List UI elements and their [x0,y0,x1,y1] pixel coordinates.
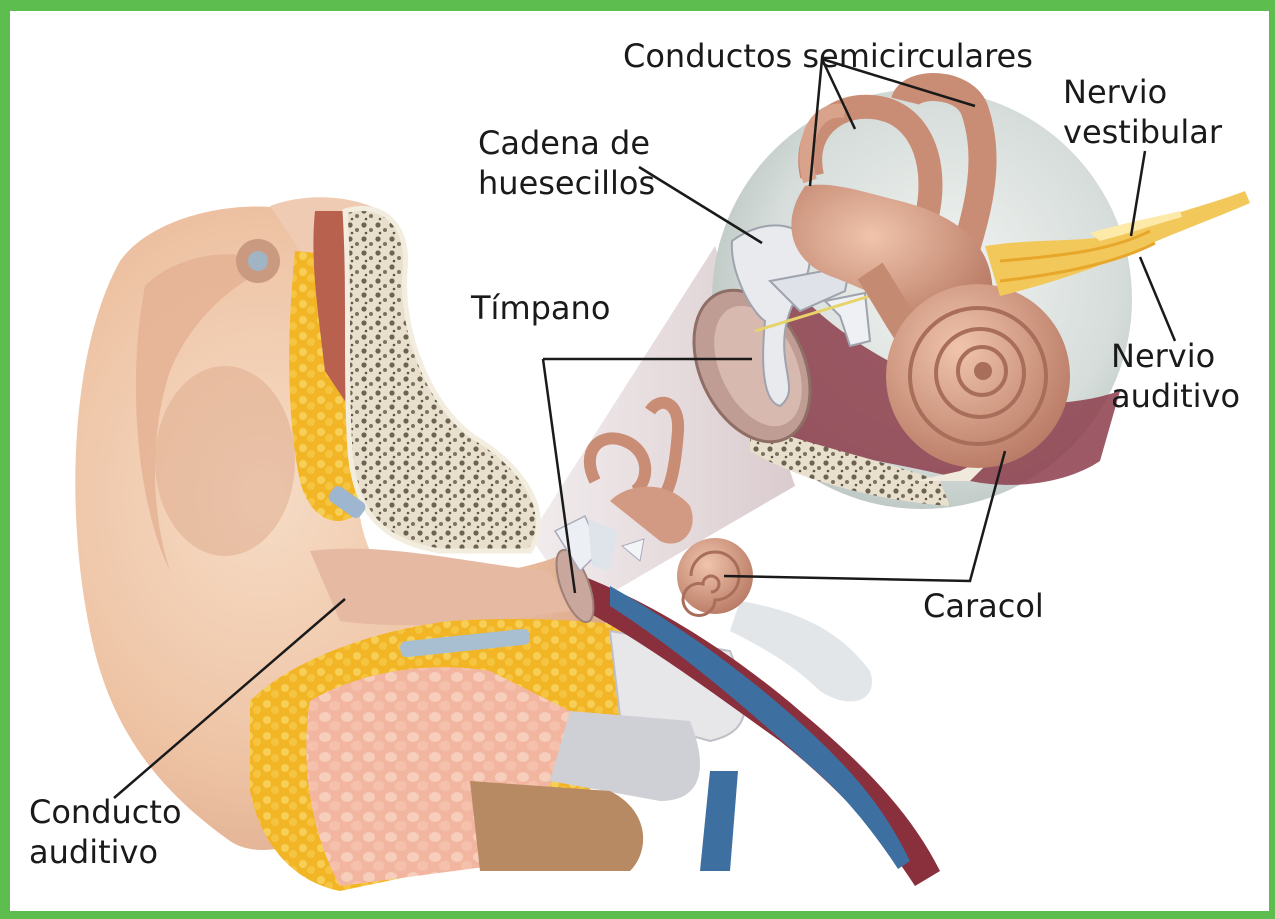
label-nervio-auditivo-line2: auditivo [1111,377,1240,416]
ear-canal [310,549,570,625]
label-nervio-vestibular-line1: Nervio [1063,73,1167,112]
label-caracol: Caracol [923,587,1044,626]
label-cadena-line1: Cadena de [478,124,650,163]
label-cadena-line2: huesecillos [478,164,655,203]
label-nervio-vestibular-line2: vestibular [1063,113,1222,152]
concha [155,366,295,556]
label-timpano: Tímpano [471,289,610,328]
leader-auditory-nerve [1140,257,1175,341]
label-conductos-semicirculares: Conductos semicirculares [623,37,1033,76]
temporal-bone [345,209,538,552]
label-conducto-auditivo-line2: auditivo [29,833,158,872]
label-conducto-auditivo-line1: Conducto [29,793,182,832]
label-nervio-auditivo-line1: Nervio [1111,337,1215,376]
